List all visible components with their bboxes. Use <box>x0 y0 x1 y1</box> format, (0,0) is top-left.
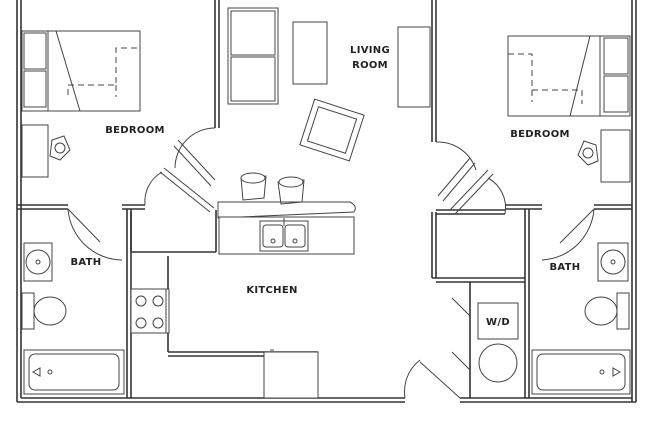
label-kitchen: KITCHEN <box>246 285 297 296</box>
living-room-furniture <box>227 7 431 162</box>
right-bedroom-doors <box>435 141 595 261</box>
left-bedroom-walls <box>17 0 220 210</box>
laundry-closet <box>404 282 519 399</box>
kitchen-fridge <box>263 349 319 399</box>
label-living-room-2: ROOM <box>352 60 388 71</box>
bar-stools <box>240 172 305 205</box>
left-desk <box>21 124 71 178</box>
label-laundry: W/D <box>486 317 510 328</box>
label-bedroom-right: BEDROOM <box>510 129 570 140</box>
label-bath-right: BATH <box>550 262 581 273</box>
right-desk <box>577 129 631 183</box>
right-bedroom-walls <box>431 0 632 398</box>
label-bedroom-left: BEDROOM <box>105 125 165 136</box>
kitchen-walls <box>130 201 356 357</box>
left-bedroom-doors <box>67 127 216 261</box>
left-bath <box>21 209 132 398</box>
label-bath-left: BATH <box>71 257 102 268</box>
kitchen-range <box>130 288 170 334</box>
right-bath <box>531 242 631 395</box>
left-bed <box>21 30 141 112</box>
outer-walls <box>16 0 637 403</box>
label-living-room-1: LIVING <box>350 45 390 56</box>
right-bed <box>507 35 631 117</box>
